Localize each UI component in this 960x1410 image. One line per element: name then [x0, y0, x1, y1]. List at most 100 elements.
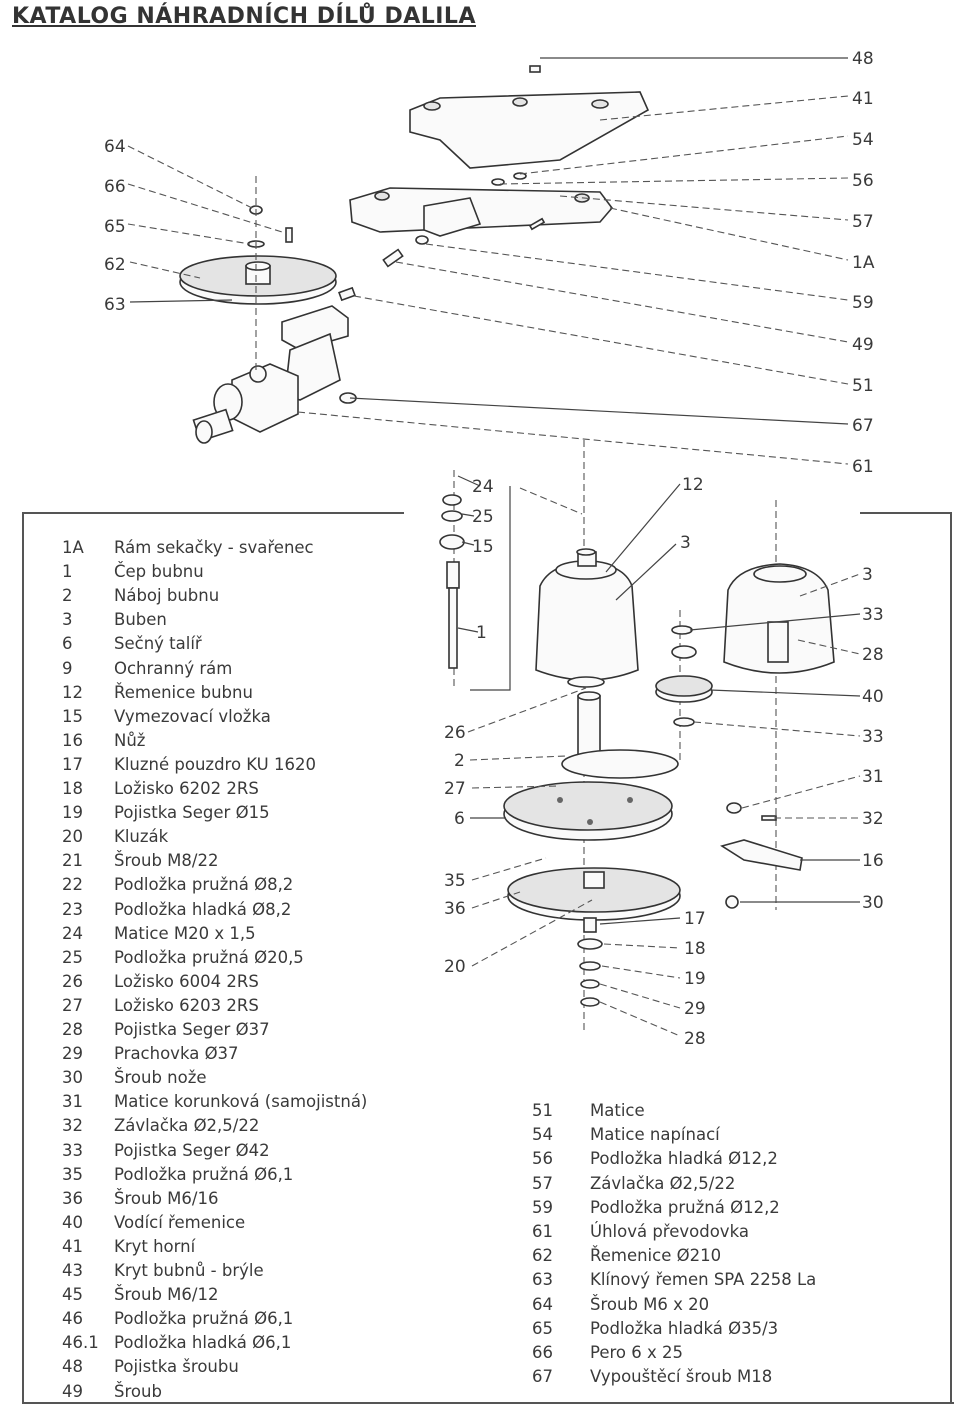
legend-part-name: Podložka hladká Ø12,2: [590, 1149, 778, 1169]
belt-pulley: [179, 255, 337, 305]
frame-crossbar: [349, 187, 614, 237]
callout-29: 29: [684, 999, 706, 1019]
callout-16: 16: [862, 851, 884, 871]
callout-28-upper: 28: [862, 645, 884, 665]
legend-part-number: 59: [532, 1197, 553, 1217]
legend-row: 51 Matice: [532, 1101, 645, 1120]
callout-35: 35: [444, 871, 466, 891]
legend-part-number: 18: [62, 779, 83, 798]
legend-part-name: Závlačka Ø2,5/22: [590, 1173, 736, 1193]
legend-part-name: Matice korunková (samojistná): [114, 1092, 368, 1112]
legend-part-number: 41: [62, 1236, 83, 1256]
legend-part-number: 1A: [62, 538, 84, 557]
legend-part-name: Podložka pružná Ø6,1: [114, 1309, 294, 1329]
callout-67: 67: [852, 416, 874, 436]
legend-part-name: Šroub: [114, 1381, 162, 1401]
legend-part-number: 1: [62, 562, 73, 582]
legend-part-name: Čep bubnu: [114, 562, 204, 582]
legend-part-number: 15: [62, 706, 83, 726]
legend-part-name: Podložka hladká Ø35/3: [590, 1318, 779, 1338]
legend-part-number: 3: [62, 610, 73, 630]
legend-part-name: Ochranný rám: [114, 658, 233, 678]
legend-part-number: 26: [62, 971, 83, 991]
legend-row: 2 Náboj bubnu: [62, 586, 219, 606]
legend-part-name: Podložka hladká Ø8,2: [114, 899, 292, 919]
callout-56: 56: [852, 171, 874, 191]
legend-row: 49 Šroub: [62, 1381, 162, 1401]
callout-1: 1: [476, 623, 487, 643]
legend-part-name: Klínový řemen SPA 2258 La: [590, 1270, 817, 1290]
hub-shaft: [577, 691, 601, 757]
legend-part-number: 54: [532, 1125, 553, 1145]
callout-17: 17: [684, 909, 706, 929]
drum-left: [535, 548, 639, 688]
callout-57: 57: [852, 212, 874, 232]
legend-part-name: Ložisko 6202 2RS: [114, 779, 259, 798]
legend-part-name: Matice: [590, 1101, 645, 1120]
legend-part-number: 22: [62, 875, 83, 895]
legend-part-name: Pojistka Seger Ø15: [114, 803, 270, 823]
callout-30: 30: [862, 893, 884, 913]
legend-part-name: Závlačka Ø2,5/22: [114, 1116, 260, 1136]
legend-part-name: Kluzné pouzdro KU 1620: [114, 754, 316, 774]
legend-part-number: 32: [62, 1116, 83, 1136]
legend-part-number: 40: [62, 1212, 83, 1232]
legend-part-number: 46.1: [62, 1333, 99, 1353]
legend-top-rule: [22, 512, 404, 514]
legend-part-number: 23: [62, 899, 83, 919]
callout-41: 41: [852, 89, 874, 109]
legend-part-number: 51: [532, 1101, 553, 1120]
bearing-stack: [577, 917, 603, 1007]
callout-27: 27: [444, 779, 466, 799]
callout-36: 36: [444, 899, 466, 919]
legend-part-name: Vymezovací vložka: [114, 706, 271, 726]
frame-top-plate: [409, 91, 650, 169]
legend-part-number: 29: [62, 1044, 83, 1064]
callout-26: 26: [444, 723, 466, 743]
legend-part-name: Náboj bubnu: [114, 586, 220, 606]
legend-part-number: 24: [62, 923, 83, 943]
legend-part-number: 2: [62, 586, 73, 606]
legend-part-number: 66: [532, 1343, 553, 1362]
legend-row: 18 Ložisko 6202 2RS: [62, 779, 259, 798]
legend-part-name: Podložka pružná Ø8,2: [114, 875, 294, 895]
callout-59: 59: [852, 293, 874, 313]
legend-part-name: Prachovka Ø37: [114, 1044, 239, 1064]
cutting-disc: [503, 749, 679, 841]
callout-61: 61: [852, 457, 874, 477]
callout-54: 54: [852, 130, 874, 150]
legend-row: 23 Podložka hladká Ø8,2: [62, 899, 291, 919]
legend-row: 36 Šroub M6/16: [62, 1188, 218, 1208]
legend-part-number: 56: [532, 1149, 553, 1169]
legend-part-name: Kryt horní: [114, 1236, 196, 1256]
legend-part-name: Šroub M6/16: [114, 1188, 219, 1208]
legend-part-number: 48: [62, 1357, 83, 1377]
legend-row: 22 Podložka pružná Ø8,2: [62, 875, 293, 895]
legend-part-number: 49: [62, 1381, 83, 1401]
callout-33-upper: 33: [862, 605, 884, 625]
legend-part-number: 28: [62, 1020, 83, 1039]
legend-part-number: 36: [62, 1188, 83, 1208]
callout-3-left: 3: [680, 533, 691, 553]
legend-part-name: Pojistka Seger Ø37: [114, 1020, 270, 1039]
legend-part-name: Nůž: [114, 730, 146, 750]
legend-row: 41 Kryt horní: [62, 1236, 195, 1256]
